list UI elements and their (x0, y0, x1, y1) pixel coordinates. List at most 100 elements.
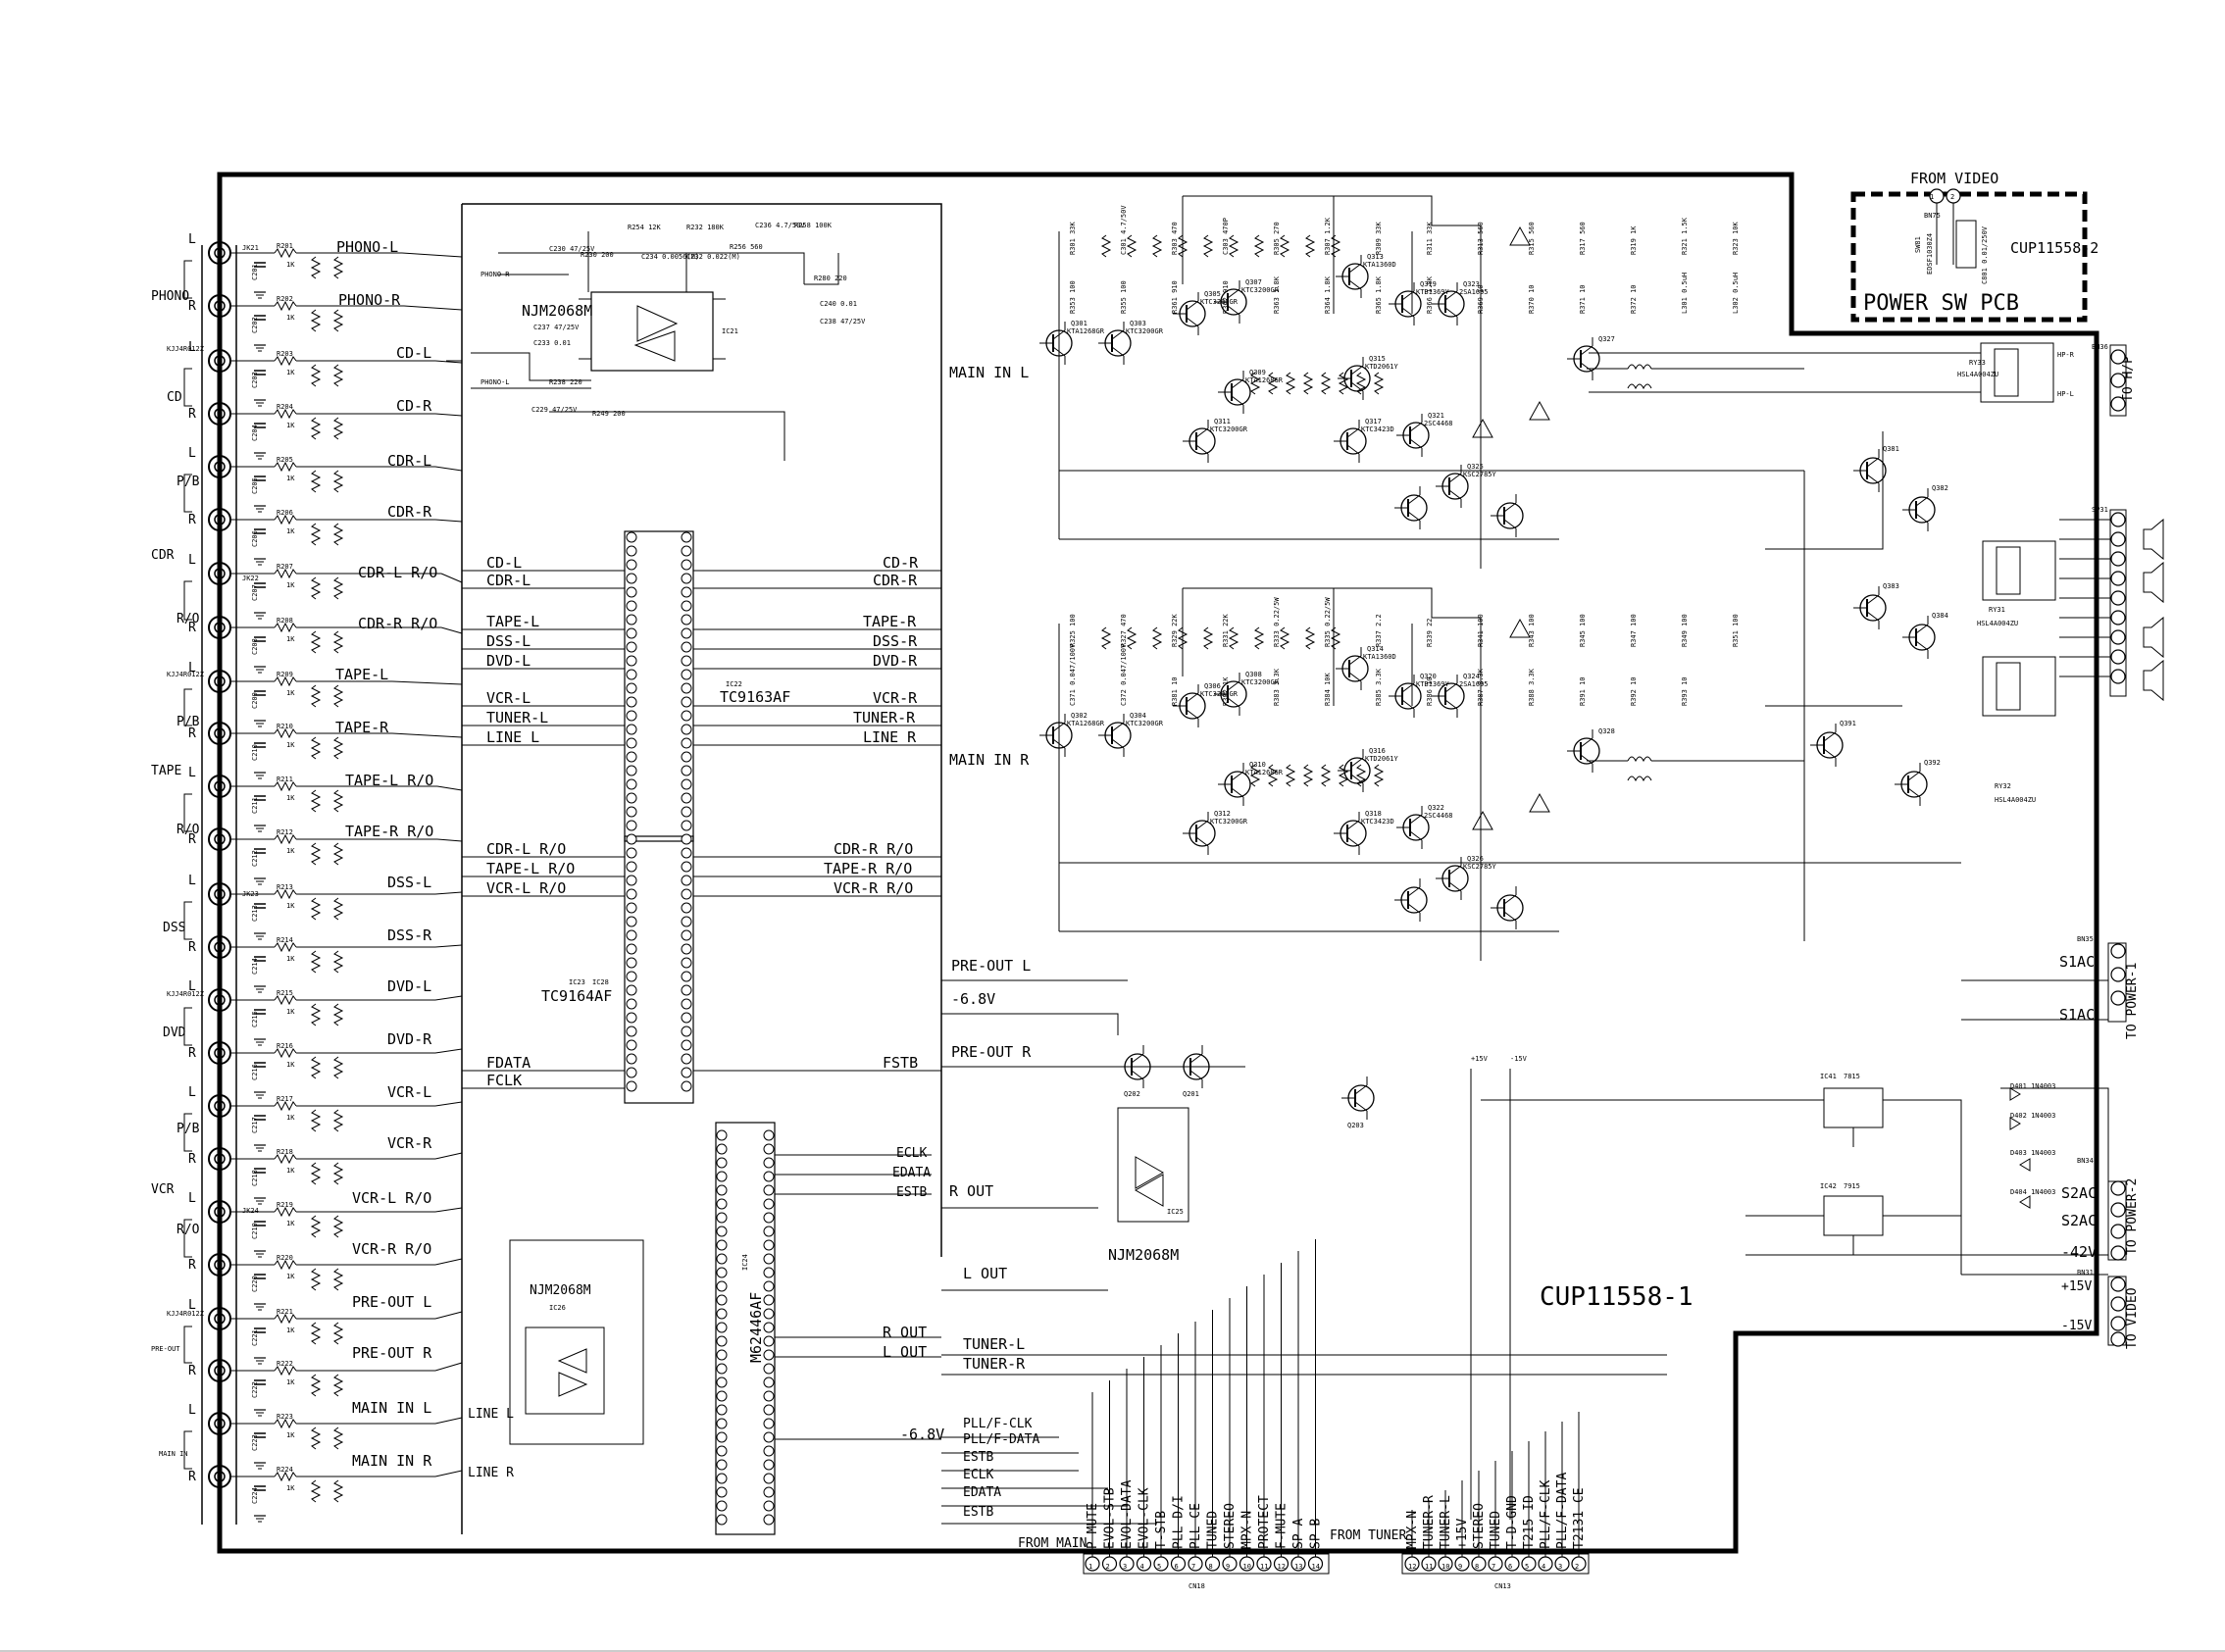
shunt-resistor (333, 842, 343, 866)
input-resistor (274, 676, 297, 686)
selector-left-label: TAPE-L R/O (486, 860, 575, 877)
resistor (1305, 626, 1315, 650)
ic42-part: 7915 (1844, 1182, 1860, 1190)
cap-ref: C223 (251, 1434, 259, 1451)
cap-ref: C207 (251, 584, 259, 601)
pll-data-label: PLL/F-DATA (963, 1432, 1039, 1447)
shunt-resistor (333, 1268, 343, 1291)
phono-part-label: C236 4.7/50V (755, 222, 805, 229)
phono-l-inner: PHONO-L (480, 378, 510, 386)
selector-left-label: VCR-L R/O (486, 879, 566, 897)
transistor-part: KTC3200GR (1210, 818, 1248, 826)
ic-pin (626, 943, 637, 955)
net-label: CDR-L R/O (358, 564, 437, 581)
transistor-ref: Q308 (1245, 671, 1262, 678)
amp-part-label: R387 3.3K (1477, 668, 1485, 706)
ic-pin (681, 710, 692, 722)
ic-pin (626, 847, 637, 859)
transistor-ref: Q320 (1420, 673, 1437, 680)
phono-part-label: R232 180K (686, 224, 725, 231)
resistor-ref: R216 (277, 1042, 293, 1050)
svg-text:2: 2 (1950, 193, 1954, 201)
power-pin (2110, 1245, 2126, 1261)
selector-left-label: TUNER-L (486, 709, 548, 726)
ground-symbol (253, 1038, 267, 1046)
resistor (1101, 626, 1111, 650)
ground-symbol (253, 1357, 267, 1365)
hp-r-label: HP-R (2057, 351, 2075, 359)
ic-pin (681, 1080, 692, 1092)
ic-pin (763, 1363, 775, 1375)
amp-part-label: R319 1K (1630, 225, 1638, 255)
resistor-value: 1K (286, 1220, 295, 1227)
shunt-resistor (311, 897, 321, 921)
amp-part-label: R351 100 (1732, 614, 1740, 647)
transistor-ref: Q304 (1130, 712, 1146, 720)
net-label: PHONO-R (338, 291, 401, 309)
shunt-resistor (333, 309, 343, 332)
ic-pin (681, 1039, 692, 1051)
connector-pin-label: +15V (1455, 1519, 1470, 1549)
resistor-ref: R217 (277, 1095, 293, 1103)
selector-left-label: CDR-L R/O (486, 840, 566, 858)
phono-part-label: C237 47/25V (533, 324, 580, 331)
amp-part-label: R385 3.3K (1375, 668, 1383, 706)
resistor (1229, 626, 1239, 650)
d401-label: D401 1N4003 (2010, 1082, 2055, 1090)
phono-part-label: R238 220 (549, 378, 582, 386)
selector-right-label: TAPE-R (863, 613, 917, 630)
ic-pin (763, 1294, 775, 1306)
ic-pin (626, 792, 637, 804)
transistor-ref: Q321 (1428, 412, 1444, 420)
minus68-label: -6.8V (951, 990, 995, 1008)
net-label: DVD-R (387, 1030, 432, 1048)
resistor (1321, 372, 1331, 395)
transistor-part: KSC2785Y (1463, 471, 1497, 478)
transistor-ref: Q316 (1369, 747, 1386, 755)
resistor-ref: R207 (277, 563, 293, 571)
shunt-resistor (311, 789, 321, 813)
ground-symbol (253, 825, 267, 832)
ic-pin (681, 902, 692, 914)
connector-pin-label: TUNED (1206, 1511, 1221, 1549)
transistor-ref: Q309 (1249, 369, 1266, 376)
ic-pin (626, 929, 637, 941)
ic-pin (626, 737, 637, 749)
transistor-part: 2SC4468 (1424, 420, 1453, 427)
ic-pin (763, 1514, 775, 1526)
ic-pin (626, 1026, 637, 1037)
resistor-ref: R205 (277, 456, 293, 464)
pll-clk-label: PLL/F-CLK (963, 1417, 1033, 1431)
to-hp-label: TO H/P (2121, 356, 2136, 402)
ic26-ref: IC26 (549, 1304, 566, 1312)
phono-part-label: R280 220 (814, 275, 847, 282)
ic-pin (626, 971, 637, 982)
ic-pin (716, 1184, 728, 1196)
transistor (1852, 585, 1887, 630)
ic-pin (681, 573, 692, 584)
cap-ref: C209 (251, 692, 259, 709)
amp-part-label: R323 10K (1732, 221, 1740, 255)
ic-pin (626, 1012, 637, 1024)
transistor-part: 2SA1695 (1459, 680, 1489, 688)
ic24-part: M62446AF (747, 1292, 765, 1363)
transistor-ref: Q392 (1924, 759, 1941, 767)
connector-pin-label: PLL/F-DATA (1555, 1473, 1570, 1549)
main-board-outline (217, 172, 2099, 1554)
ic-pin (626, 586, 637, 598)
transistor (1393, 877, 1428, 923)
selector-right-label: DVD-R (873, 652, 918, 670)
pin-number: 8 (1209, 1563, 1213, 1571)
channel-label: R (188, 299, 196, 314)
kjj-label-4: KJJ4R012Z (167, 1310, 204, 1318)
kjj-label-3: KJJ4R012Z (167, 990, 204, 998)
ic-pin (626, 531, 637, 543)
jk24-label: JK24 (242, 1207, 259, 1215)
transistor (1809, 723, 1844, 768)
channel-label: L (188, 553, 196, 568)
resistor (1127, 626, 1137, 650)
transistor-ref: Q391 (1840, 720, 1856, 727)
transistor-part: KTC3200GR (1241, 678, 1280, 686)
shunt-resistor (333, 630, 343, 654)
net-label: CDR-L (387, 452, 431, 470)
